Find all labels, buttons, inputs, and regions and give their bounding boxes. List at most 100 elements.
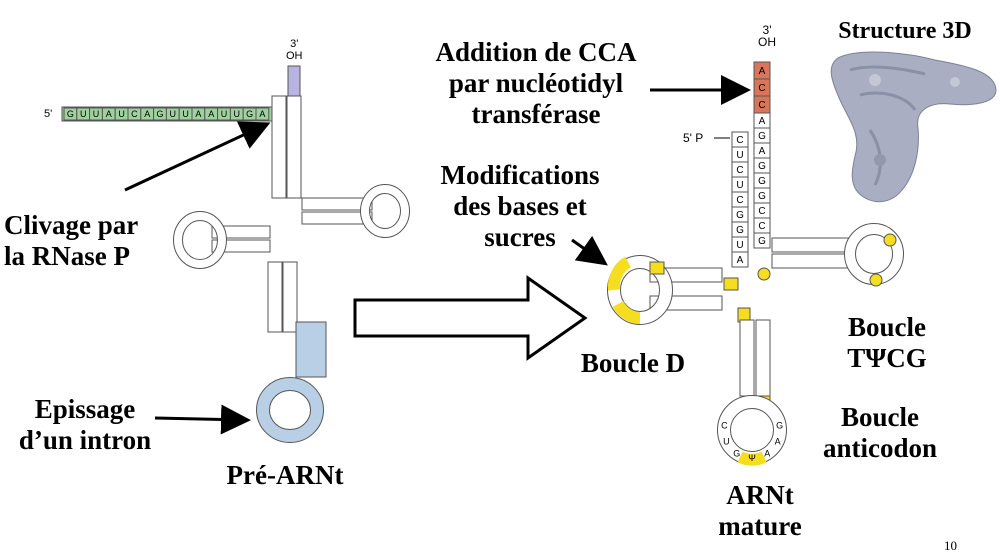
- leader-nucleotide: U: [89, 107, 103, 121]
- boucle-d-label: Boucle D: [580, 348, 686, 378]
- stem-right-nucleotide-letter: G: [758, 176, 766, 187]
- leader-nucleotide: A: [204, 107, 219, 121]
- stem-left-nucleotide-letter: U: [736, 150, 743, 161]
- stem-left-nucleotide: C: [731, 131, 749, 148]
- pre-anticodon-stem: [267, 261, 298, 333]
- stem-right-nucleotide-letter: C: [758, 221, 765, 232]
- leader-nucleotide-letter: U: [118, 109, 125, 119]
- mature-t-arm: [757, 223, 904, 287]
- leader-nucleotide: A: [101, 107, 116, 121]
- pre-3prime-line2: OH: [286, 50, 303, 62]
- arnt-mature-line1: ARNt: [726, 480, 794, 510]
- pre-3prime-label: 3' OH: [286, 38, 303, 62]
- leader-nucleotide: U: [217, 107, 231, 121]
- leader-nucleotide-letter: U: [80, 109, 87, 119]
- leader-nucleotide: A: [255, 107, 270, 121]
- stem-left-nucleotide: C: [731, 161, 749, 178]
- modifications-arrow: [571, 235, 608, 266]
- modifications-label: Modifications des bases et sucres: [420, 160, 620, 253]
- stem-right-nucleotide-letter: G: [758, 236, 766, 247]
- leader-nucleotide-letter: G: [156, 109, 163, 119]
- stem-left-nucleotide-letter: G: [736, 210, 744, 221]
- epissage-line2: d’un intron: [18, 425, 152, 455]
- leader-nucleotide: G: [242, 107, 257, 121]
- stem-right-nucleotide: C: [753, 202, 771, 219]
- addition-line1: Addition de CCA: [435, 37, 637, 67]
- stem-right-nucleotide: G: [753, 187, 771, 204]
- stem-left-nucleotide: U: [731, 236, 749, 253]
- modifications-line2: des bases et: [453, 191, 587, 221]
- anticodon-loop-nucleotide: G: [776, 421, 783, 431]
- boucle-anticodon-label: Boucle anticodon: [805, 402, 955, 464]
- leader-nucleotide: C: [127, 107, 142, 121]
- anticodon-loop-nucleotide: A: [764, 448, 770, 458]
- leader-nucleotide: U: [76, 107, 91, 121]
- epissage-label: Epissage d’un intron: [14, 394, 156, 456]
- stem-left-nucleotide: G: [731, 206, 749, 223]
- leader-nucleotide-letter: A: [259, 109, 265, 119]
- stem-right-nucleotide: G: [753, 127, 771, 144]
- stem-left-nucleotide-letter: C: [736, 195, 743, 206]
- arnt-mature-label: ARNt mature: [700, 480, 820, 542]
- stem-right-nucleotide-letter: G: [758, 191, 766, 202]
- clivage-arrow: [124, 121, 271, 192]
- stem-left-nucleotide: U: [731, 146, 749, 163]
- addition-line3: transférase: [471, 99, 601, 129]
- clivage-line1: Clivage par: [4, 210, 139, 240]
- cca-nucleotide: C: [753, 78, 771, 97]
- pre-t-arm: [301, 184, 410, 238]
- pre-acceptor-top: [287, 65, 301, 97]
- leader-nucleotide: A: [191, 107, 206, 121]
- cca-cells: ACC: [753, 61, 771, 114]
- mature-d-arm: [607, 255, 751, 325]
- leader-nucleotide: U: [229, 107, 244, 121]
- leader-nucleotide: G: [153, 107, 167, 121]
- stem-right-nucleotide: C: [753, 217, 771, 234]
- leader-nucleotide-letter: C: [131, 109, 138, 119]
- stem-left-nucleotide-letter: G: [736, 225, 744, 236]
- cca-nucleotide-letter: C: [758, 83, 765, 94]
- stem-right-nucleotide-letter: G: [758, 161, 766, 172]
- clivage-label: Clivage par la RNase P: [4, 210, 166, 272]
- leader-nucleotide-letter: G: [246, 109, 253, 119]
- stem-right-nucleotide: G: [753, 172, 771, 189]
- cca-nucleotide-letter: C: [758, 100, 765, 111]
- pre-acceptor-stem: [271, 95, 302, 199]
- modifications-line1: Modifications: [440, 160, 600, 190]
- mature-3prime-label: 3' OH: [758, 24, 776, 48]
- leader-nucleotide: A: [140, 107, 155, 121]
- addition-line2: par nucléotidyl: [448, 68, 624, 98]
- clivage-line2: la RNase P: [4, 241, 130, 271]
- arnt-mature-line2: mature: [718, 511, 802, 541]
- stem-right-nucleotide-letter: A: [759, 116, 766, 127]
- leader-nucleotide: G: [63, 107, 78, 121]
- stem-right-nucleotide-letter: A: [759, 146, 766, 157]
- stem-right-nucleotide: A: [753, 142, 771, 159]
- leader-nucleotide-letter: A: [208, 109, 214, 119]
- leader-nucleotide-letter: A: [195, 109, 201, 119]
- leader-nucleotide-letter: G: [67, 109, 74, 119]
- stem-left-nucleotide: A: [731, 251, 749, 268]
- anticodon-loop-nucleotide: G: [733, 448, 740, 458]
- stem-right-nucleotide: G: [753, 157, 771, 174]
- stem-right-nucleotide: G: [753, 232, 771, 249]
- anticodon-loop-nucleotide: A: [775, 436, 781, 446]
- pre-3prime-line1: 3': [290, 38, 299, 50]
- pre-d-arm: [173, 211, 271, 269]
- stem-left-nucleotide-letter: U: [736, 240, 743, 251]
- leader-nucleotide-letter: U: [221, 109, 228, 119]
- leader-nucleotide-letter: A: [106, 109, 112, 119]
- stem-right-nucleotide: A: [753, 112, 771, 129]
- cca-nucleotide-letter: A: [759, 66, 766, 77]
- anticodon-loop-nucleotide: U: [723, 436, 730, 446]
- mature-5prime-label: 5' P: [683, 131, 704, 145]
- mature-3prime-line2: OH: [758, 35, 776, 49]
- leader-nucleotide-letter: U: [170, 109, 177, 119]
- stem-right-nucleotide-letter: C: [758, 206, 765, 217]
